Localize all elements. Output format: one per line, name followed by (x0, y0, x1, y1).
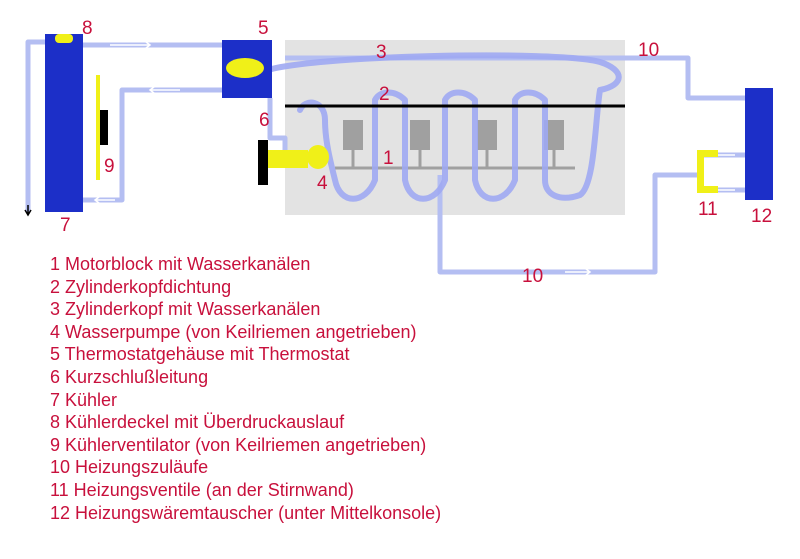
radiator-fan-hub (100, 110, 108, 145)
overflow-arrow-icon (24, 205, 32, 217)
legend-item: 10 Heizungszuläufe (50, 457, 209, 478)
callout-1: 1 (383, 148, 394, 169)
callout-6: 6 (259, 110, 270, 131)
callout-9: 9 (104, 156, 115, 177)
callout-8: 8 (82, 18, 93, 39)
heater-valves (697, 150, 704, 193)
engine-block (285, 40, 625, 215)
callout-5: 5 (258, 18, 269, 39)
callout-10-upper: 10 (638, 40, 659, 61)
legend-item: 2 Zylinderkopfdichtung (50, 276, 232, 297)
radiator-overflow-pipe (25, 39, 45, 212)
radiator (45, 34, 83, 212)
radiator-fan-blade (96, 75, 100, 180)
water-pump-impeller (307, 145, 329, 169)
callout-11: 11 (698, 199, 718, 220)
thermostat (226, 58, 264, 78)
legend-item: 7 Kühler (50, 389, 118, 410)
heater-supply-pipe-lower-segment (437, 250, 658, 275)
callout-4: 4 (317, 173, 328, 194)
water-pump-pulley (258, 140, 268, 185)
legend-item: 6 Kurzschlußleitung (50, 366, 209, 387)
legend-item: 5 Thermostatgehäuse mit Thermostat (50, 344, 350, 365)
water-pump-body (268, 150, 308, 168)
legend-item: 12 Heizungswäremtauscher (unter Mittelko… (50, 502, 442, 523)
bypass-pipe (267, 98, 288, 155)
flow-arrow-lower (565, 268, 592, 276)
water-channels (259, 52, 622, 202)
heater-supply-pipe-lower (437, 172, 700, 250)
callout-7: 7 (60, 215, 71, 236)
radiator-cap (55, 34, 73, 43)
callout-3: 3 (376, 42, 387, 63)
pistons (335, 120, 575, 170)
callout-10-lower: 10 (522, 266, 543, 287)
legend-item: 3 Zylinderkopf mit Wasserkanälen (50, 299, 321, 320)
heater-core (745, 88, 773, 200)
callout-12: 12 (751, 206, 772, 227)
callout-2: 2 (379, 84, 390, 105)
flow-arrows (93, 41, 735, 204)
lower-pipe-layer: 10 (437, 250, 658, 287)
legend-item: 8 Kühlerdeckel mit Überdruckauslauf (50, 412, 345, 433)
legend-item: 1 Motorblock mit Wasserkanälen (50, 254, 311, 274)
legend: 1 Motorblock mit Wasserkanälen 2 Zylinde… (50, 253, 441, 524)
legend-item: 11 Heizungsventile (an der Stirnwand) (50, 479, 354, 500)
legend-item: 9 Kühlerventilator (von Keilriemen anget… (50, 434, 427, 455)
cooling-system-diagram: 1 2 3 4 5 6 7 8 9 10 11 12 (24, 18, 773, 250)
legend-item: 4 Wasserpumpe (von Keilriemen angetriebe… (50, 321, 417, 342)
